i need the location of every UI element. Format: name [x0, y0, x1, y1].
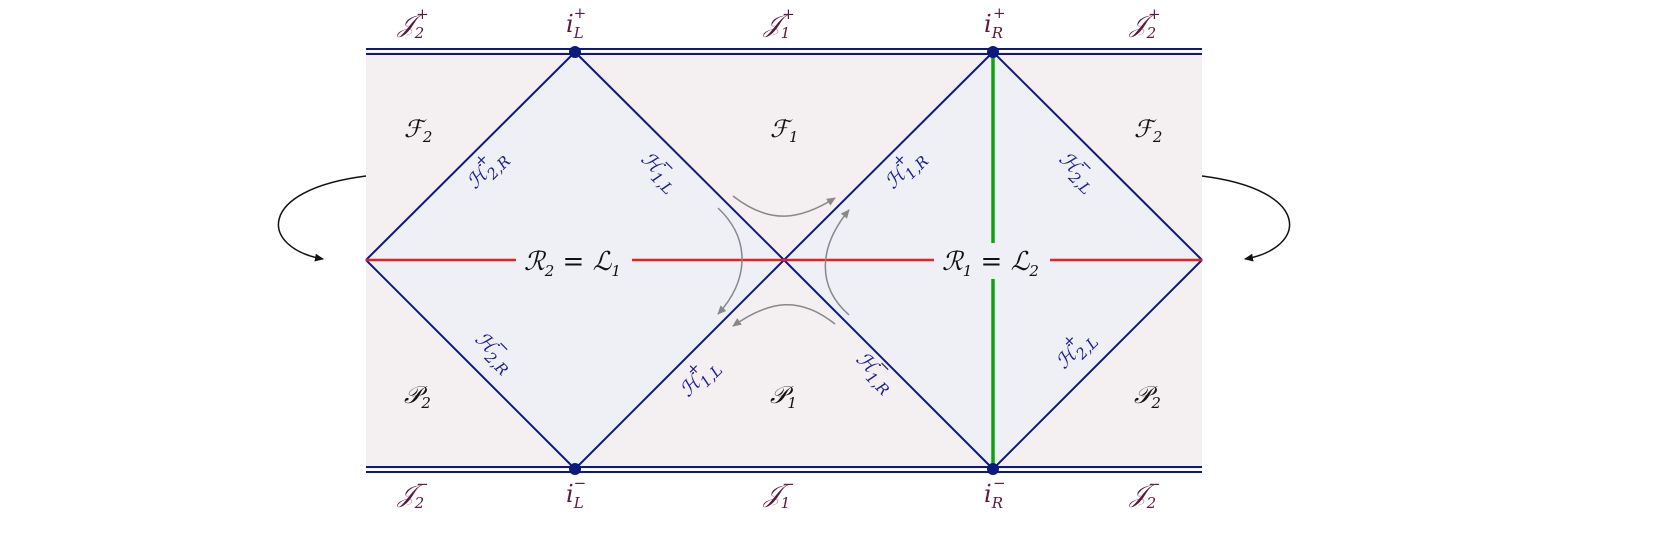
dot-i-l-minus	[569, 463, 581, 475]
region-label-f2-right: ℱ2	[1134, 115, 1162, 146]
slice-label-right: ℛ1 = ℒ2	[942, 247, 1039, 280]
scri-bottom-lines	[366, 466, 1202, 473]
region-label-f1: ℱ1	[770, 115, 798, 146]
dot-i-l-plus	[569, 46, 581, 58]
scri-label-bottom-right: 𝒥2−	[1129, 475, 1161, 512]
scri-top-lines	[366, 48, 1202, 55]
slice-label-left: ℛ2 = ℒ1	[524, 247, 621, 280]
scri-label-top-left: 𝒥2+	[397, 5, 429, 42]
horizon-line-h1r-plus	[783, 51, 994, 261]
flow-arrow-bottom	[732, 303, 836, 327]
label-i-l-minus: iL−	[566, 474, 586, 512]
label-i-r-plus: iR+	[984, 4, 1006, 42]
label-i-r-minus: iR−	[984, 474, 1006, 512]
scri-label-bottom-mid: 𝒥1−	[763, 475, 795, 512]
dot-i-r-minus	[987, 463, 999, 475]
identification-arrow-right	[1201, 175, 1291, 262]
flow-arrow-top	[732, 195, 836, 217]
horizon-line-h1r-minus	[783, 259, 994, 470]
horizon-line-h2r-plus	[365, 51, 576, 261]
flow-arrow-right	[824, 209, 850, 316]
horizon-line-h1l-plus	[574, 259, 785, 470]
identification-arrow-left	[277, 175, 367, 262]
flow-arrow-left	[717, 207, 743, 315]
horizon-line-h2l-plus	[992, 259, 1203, 470]
region-label-f2-left: ℱ2	[404, 115, 432, 146]
dot-i-r-plus	[987, 46, 999, 58]
horizon-line-h2l-minus	[992, 51, 1203, 261]
label-i-l-plus: iL+	[566, 4, 586, 42]
scri-label-bottom-left: 𝒥2−	[397, 475, 429, 512]
scri-label-top-right: 𝒥2+	[1129, 5, 1161, 42]
horizon-line-h1l-minus	[574, 51, 785, 261]
scri-label-top-mid: 𝒥1+	[763, 5, 795, 42]
horizon-lines	[365, 51, 1203, 470]
horizon-line-h2r-minus	[365, 259, 576, 470]
